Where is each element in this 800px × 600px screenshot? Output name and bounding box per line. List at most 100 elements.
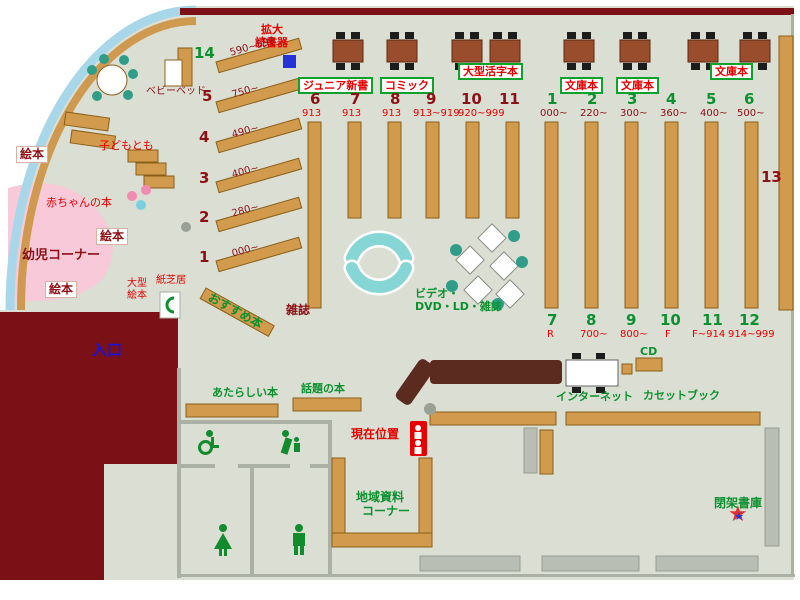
shelf-number: 5 [706, 90, 717, 108]
shelf-range: 400~ [700, 108, 728, 119]
wheelchair-icon [196, 430, 220, 458]
shelf-number: 7 [350, 90, 361, 108]
shelf-range: 913 [342, 108, 362, 119]
picture-books-box: 絵本 [96, 228, 129, 245]
shelf-number: 3 [627, 90, 638, 108]
label-entrance: 入口 [92, 341, 123, 359]
label-internet: インターネット [556, 390, 633, 403]
top-wall [180, 8, 794, 15]
label-topic-books: 話題の本 [301, 382, 345, 395]
label-magnifier-line2: 読書器 [255, 36, 288, 49]
label-video-line1: ビデオ・ [415, 287, 459, 300]
shelf-number: 6 [310, 90, 321, 108]
shelf-number: 3 [199, 169, 210, 187]
closed-stacks-star-inner-icon: ★ [734, 510, 744, 523]
shelf-number: 4 [199, 128, 210, 146]
picture-book-arc-shelf [16, 17, 197, 311]
diagonal-shelves [199, 37, 303, 337]
shelf-number: 4 [666, 90, 677, 108]
label-current-position: 現在位置 [351, 427, 400, 441]
shelf-range: 920~999 [458, 108, 505, 119]
shelf-number: 11 [702, 311, 723, 329]
decor-dots [127, 185, 151, 210]
label-magnifier-line1: 拡大 [261, 23, 283, 36]
shelf-range: 300~ [620, 108, 648, 119]
shelf-number: 2 [199, 208, 210, 226]
shelf-number: 9 [626, 311, 637, 329]
shelf-range: 913 [382, 108, 402, 119]
label-baby-bed: ベビーベッド [146, 86, 206, 97]
label-local-docs-line1: 地域資料 [356, 490, 405, 504]
kids-round-table [87, 54, 138, 101]
shelf-number: 12 [739, 311, 760, 329]
shelf-range: 360~ [660, 108, 688, 119]
pillars [181, 222, 436, 415]
label-cassette-books: カセットブック [643, 389, 720, 402]
shelf-number: 10 [660, 311, 681, 329]
shelf-number-13: 13 [761, 168, 782, 186]
shelf-range: 800~ [620, 329, 648, 340]
genre-box-large-print: 大型活字本 [458, 63, 523, 80]
lower-shelves [177, 47, 761, 548]
shelf-range: 220~ [580, 108, 608, 119]
new-books-shelf [185, 403, 279, 418]
shelf-13 [778, 35, 794, 311]
label-closed-stacks: 閉架書庫 [714, 496, 763, 510]
genre-box-junior-shinsho: ジュニア新書 [298, 77, 374, 94]
label-video-line2: DVD・LD・雑誌 [415, 300, 502, 313]
shelf-number: 2 [587, 90, 598, 108]
left-wall [0, 312, 178, 580]
shelf-range: 500~ [737, 108, 765, 119]
topic-books-shelf [292, 397, 362, 412]
shelf-number: 7 [547, 311, 558, 329]
shelf-columns-left [307, 121, 520, 309]
shelf-number: 5 [202, 87, 213, 105]
label-large-picture-books-line1: 大型 [127, 278, 147, 289]
label-kamishibai: 紙芝居 [156, 275, 186, 286]
service-counter [395, 359, 562, 405]
shelf-number: 14 [194, 44, 215, 62]
shelf-range: 700~ [580, 329, 608, 340]
shelf-range: 913 [302, 108, 322, 119]
label-kodomo-no-tomo: 子どもとも [99, 139, 154, 152]
man-icon [289, 524, 309, 556]
picture-books-box: 絵本 [45, 281, 78, 298]
genre-box-comics: コミック [380, 77, 434, 94]
shelf-range: 913~919 [413, 108, 460, 119]
shelf-number: 10 [461, 90, 482, 108]
shelf-number: 8 [390, 90, 401, 108]
kids-tables [63, 111, 175, 189]
genre-box-bunko-1: 文庫本 [560, 77, 603, 94]
shelf-number: 6 [744, 90, 755, 108]
closed-stacks-star-icon: ★ [728, 502, 748, 527]
magnifier-device-icon [283, 55, 296, 68]
shelf-number: 11 [499, 90, 520, 108]
cd-shelf [635, 357, 663, 372]
local-docs-shelf-bottom [331, 532, 433, 548]
label-large-picture-books-line2: 絵本 [127, 290, 147, 301]
internet-table [565, 353, 633, 393]
wall-shelving [419, 427, 780, 572]
recommended-books-shelf [199, 287, 275, 337]
shelf-number: 8 [586, 311, 597, 329]
label-magazines: 雑誌 [286, 303, 311, 317]
label-new-books: あたらしい本 [212, 386, 278, 399]
shelf-range: 000~ [540, 108, 568, 119]
shelf-range: F~914 [692, 329, 726, 340]
genre-box-bunko-3: 文庫本 [710, 63, 753, 80]
shelf-number: 1 [547, 90, 558, 108]
current-position-marker [410, 421, 427, 456]
picture-books-box: 絵本 [16, 146, 49, 163]
label-baby-books: 赤ちゃんの本 [46, 196, 112, 209]
shelf-range: R [547, 329, 554, 340]
shelf-columns-right [544, 121, 759, 309]
shelf-number: 9 [426, 90, 437, 108]
study-carrels [446, 223, 528, 310]
woman-icon [213, 524, 233, 556]
baby-bed [164, 59, 183, 87]
seat-icon [159, 291, 181, 319]
outer-wall-arc [5, 5, 197, 311]
shelf-range: 914~999 [728, 329, 775, 340]
